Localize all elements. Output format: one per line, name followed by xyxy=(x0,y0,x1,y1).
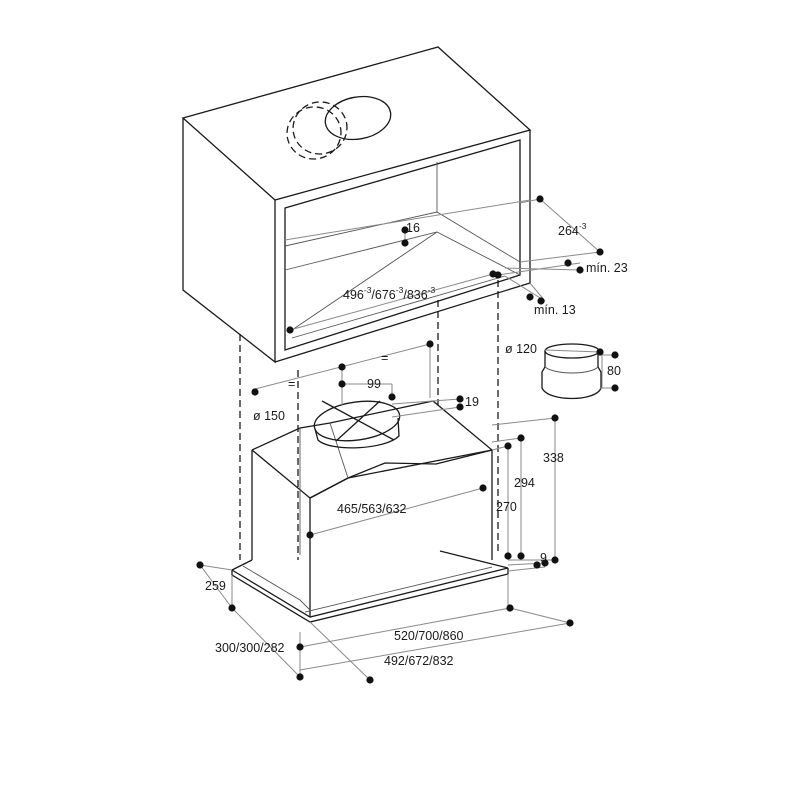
label-cabinet-width: 496-3/676-3/836-3 xyxy=(343,285,436,302)
label-collar-height: 19 xyxy=(465,395,479,409)
outlet-collar-side xyxy=(314,417,400,449)
label-panel-thickness: 16 xyxy=(406,221,420,235)
label-body-width: 492/672/832 xyxy=(384,654,454,668)
label-adapter-diameter: ø 120 xyxy=(505,342,537,356)
cabinet-bottom-panel xyxy=(291,231,506,339)
base-frame-outer xyxy=(231,550,509,618)
cabinet-top-face xyxy=(181,46,532,201)
label-outlet-offset: 99 xyxy=(367,377,381,391)
label-equal-right: = xyxy=(381,351,388,365)
hood-unit xyxy=(231,400,509,623)
adapter-step xyxy=(544,366,599,374)
base-frame-edge xyxy=(231,559,509,623)
hood-crease-lines xyxy=(299,422,349,555)
dimension-lines xyxy=(199,198,615,681)
label-height-mid: 294 xyxy=(514,476,535,490)
label-depths: 300/300/282 xyxy=(215,641,285,655)
projection-lines xyxy=(239,280,499,560)
wall-cabinet xyxy=(181,46,532,364)
outlet-cross xyxy=(321,400,395,442)
label-inner-width: 465/563/632 xyxy=(337,502,407,516)
label-equal-left: = xyxy=(288,377,295,391)
base-frame-inner xyxy=(242,565,493,613)
cabinet-inner-shelf xyxy=(284,162,521,276)
outlet-collar-top xyxy=(313,400,401,442)
hood-top-contour xyxy=(251,400,494,499)
label-cabinet-depth: 264-3 xyxy=(558,221,587,238)
label-outer-width: 520/700/860 xyxy=(394,629,464,643)
cabinet-duct-hole-alt xyxy=(286,106,342,160)
label-front-depth: 259 xyxy=(205,579,226,593)
label-outlet-diameter: ø 150 xyxy=(253,409,285,423)
label-min-13: mín. 13 xyxy=(534,303,576,317)
dimension-labels: 264-3 16 mín. 23 mín. 13 496-3/676-3/836… xyxy=(205,221,628,668)
dimension-dots xyxy=(196,195,619,684)
label-height-total: 338 xyxy=(543,451,564,465)
label-min-23: mín. 23 xyxy=(586,261,628,275)
cabinet-duct-hole xyxy=(324,95,392,141)
label-height-low: 270 xyxy=(496,500,517,514)
hood-front-top xyxy=(309,449,493,560)
label-frame-thickness: 9 xyxy=(540,551,547,565)
label-adapter-height: 80 xyxy=(607,364,621,378)
cabinet-side-face xyxy=(182,118,276,364)
cabinet-duct-hole-alt-2 xyxy=(292,101,348,155)
adapter-body xyxy=(541,351,602,400)
